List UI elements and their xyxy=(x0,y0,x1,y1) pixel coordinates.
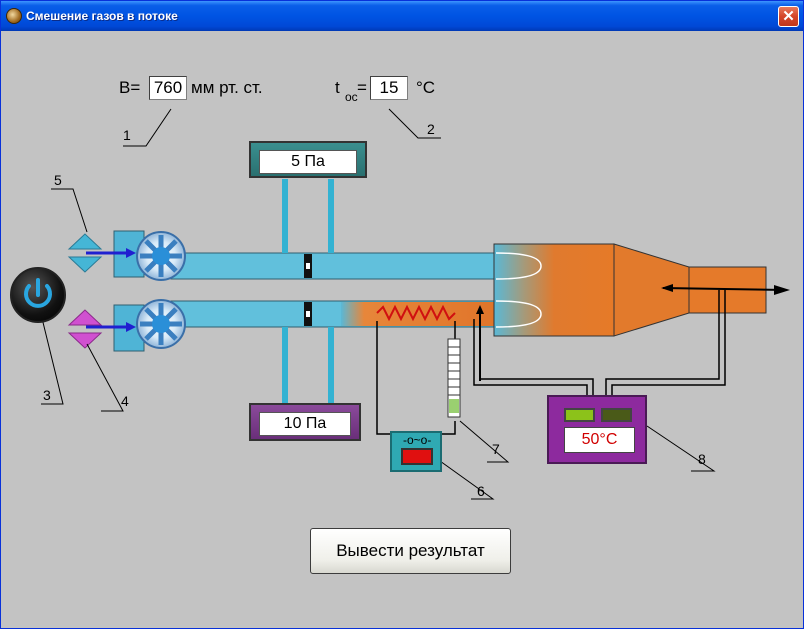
heater-symbol: -o~o- xyxy=(403,433,432,447)
power-button[interactable] xyxy=(10,267,66,323)
gauge-top-value: 5 Па xyxy=(259,150,357,174)
temperature-controller: 50°C xyxy=(547,395,647,464)
controller-led-on xyxy=(564,408,595,422)
callout-2: 2 xyxy=(427,121,435,137)
pressure-unit: мм рт. ст. xyxy=(191,78,263,97)
show-result-button[interactable]: Вывести результат xyxy=(310,528,511,574)
pressure-label: B= xyxy=(119,78,141,97)
callout-4: 4 xyxy=(121,393,129,409)
temperature-unit: °C xyxy=(416,78,436,97)
content-area: B= 760 мм рт. ст. t ос = 15 °C 5 Па 10 П… xyxy=(1,31,803,629)
heater-coil xyxy=(376,304,456,322)
callout-6: 6 xyxy=(477,483,485,499)
diffuser xyxy=(613,243,690,337)
flow-adjuster-4-icon[interactable] xyxy=(67,309,103,349)
flow-adjuster-5-icon[interactable] xyxy=(67,233,103,273)
scheme-drawing xyxy=(38,108,790,500)
lower-pipe-hot xyxy=(341,302,495,326)
fan-bottom xyxy=(136,299,186,349)
fan-top xyxy=(136,231,186,281)
callout-7: 7 xyxy=(492,441,500,457)
upper-pipe xyxy=(170,252,497,280)
power-icon xyxy=(24,278,52,308)
callout-5: 5 xyxy=(54,172,62,188)
pressure-gauge-top: 5 Па xyxy=(249,141,367,178)
close-button[interactable]: ✕ xyxy=(778,6,799,27)
pressure-input[interactable]: 760 xyxy=(149,76,187,100)
mixing-chamber xyxy=(493,243,615,337)
callout-3: 3 xyxy=(43,387,51,403)
temperature-input[interactable]: 15 xyxy=(370,76,408,100)
controller-led-off xyxy=(601,408,632,422)
callout-1: 1 xyxy=(123,127,131,143)
window-title: Смешение газов в потоке xyxy=(26,9,178,23)
temperature-label: t xyxy=(335,78,340,97)
heater-switch-indicator[interactable] xyxy=(401,448,433,465)
heater-switch[interactable]: -o~o- xyxy=(390,431,442,472)
callout-8: 8 xyxy=(698,451,706,467)
pressure-gauge-bottom: 10 Па xyxy=(249,403,361,441)
app-icon xyxy=(6,8,22,24)
temperature-equals: = xyxy=(357,78,367,97)
gauge-bottom-value: 10 Па xyxy=(259,412,351,436)
controller-temperature: 50°C xyxy=(564,427,635,453)
thermometer-7-icon xyxy=(447,338,461,418)
temperature-subscript: ос xyxy=(345,90,358,104)
title-bar: Смешение газов в потоке ✕ xyxy=(1,1,803,31)
